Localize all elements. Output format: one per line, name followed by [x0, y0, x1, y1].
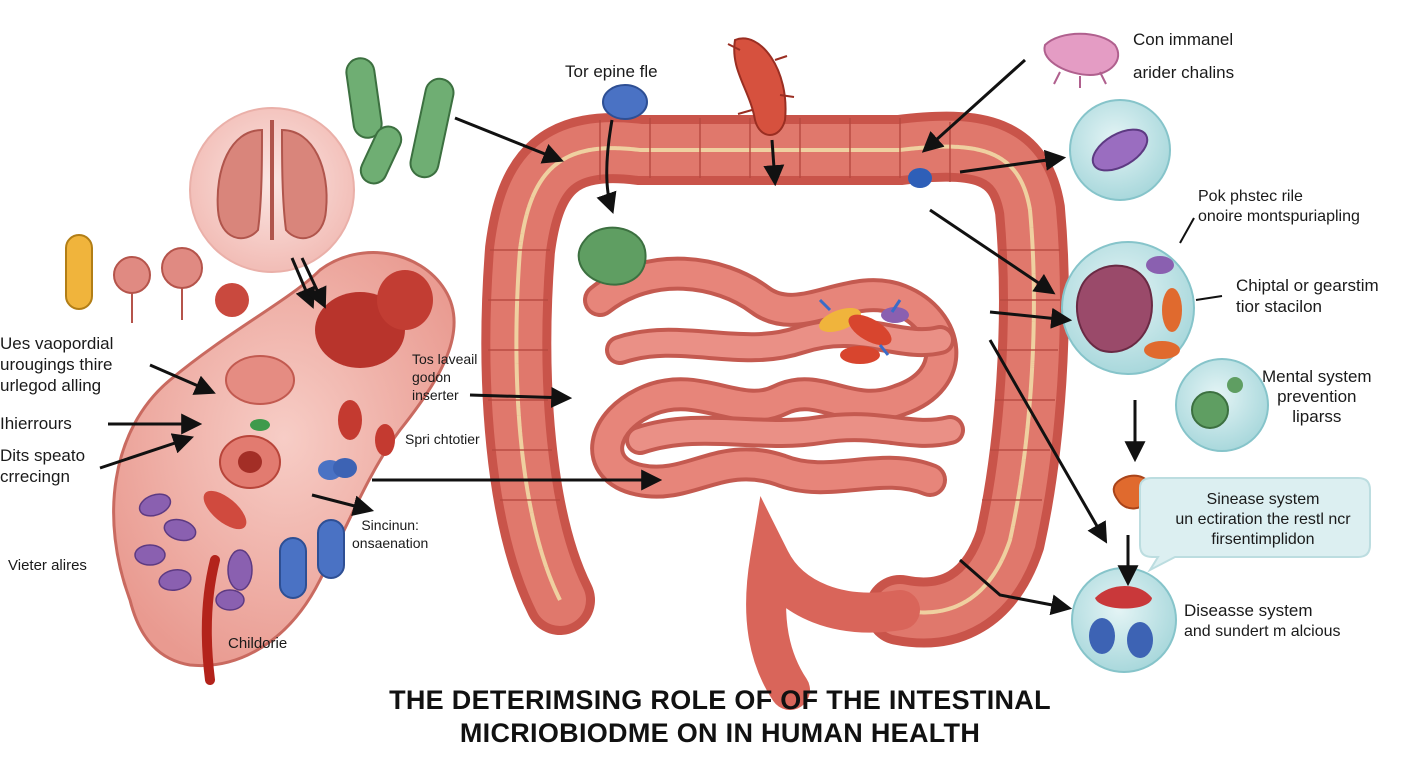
blue-cell-icon [908, 168, 932, 188]
arrow-colon-mid [989, 307, 1073, 329]
arrow-sincinun [311, 493, 375, 516]
cell-bubble-middle [1061, 241, 1195, 375]
arrow-colon-right [929, 208, 1056, 295]
green-bacteria-blob-icon [577, 226, 647, 286]
label-childorie: Childorie [228, 635, 288, 652]
yellow-rod-bacterium-icon [65, 234, 93, 310]
arrow-con [921, 58, 1027, 153]
green-bacteria-icon [345, 57, 455, 185]
arrows [99, 58, 1146, 616]
purple-bacteria-cluster-icon [134, 493, 253, 611]
microbe-bubble-top [1069, 99, 1171, 201]
arrow-red [763, 139, 785, 187]
arrow-uses [149, 363, 216, 395]
large-intestine [481, 111, 1069, 710]
label-vieter: Vieter alires [8, 557, 87, 574]
balloon-cells-icon [113, 247, 249, 323]
arrow-dits [99, 433, 194, 470]
arrow-tos [469, 386, 573, 408]
blue-bacterium-icon [602, 84, 648, 120]
arrow-diag [988, 339, 1108, 544]
pink-microbe-icon [1043, 32, 1120, 88]
small-intestine [583, 256, 965, 499]
green-cell-bubble [1175, 358, 1269, 452]
diagram-title: THE DETERIMSING ROLE OF OF THE INTESTINA… [389, 685, 1051, 748]
speech-bubble [1139, 477, 1371, 573]
arrow-rectum [959, 558, 1073, 616]
central-cell-cluster-icon [818, 298, 909, 364]
label-spri: Spri chtotier [405, 431, 480, 447]
label-tor-epine: Tor epine fle [565, 62, 658, 81]
arrow-green [454, 116, 564, 164]
arrow-top-bubble [959, 149, 1067, 174]
label-sincinun: Sincinun:onsaenation [352, 517, 429, 551]
arrow-tor [596, 119, 617, 214]
left-organ [112, 251, 456, 685]
red-rod-bacterium-icon [727, 37, 795, 136]
lung-bubble [189, 107, 355, 273]
disease-bubble [1071, 567, 1177, 673]
blue-capsule-bacteria-icon [279, 519, 345, 599]
label-ihierrours: Ihierrours [0, 414, 72, 433]
arrow-lung-2 [300, 257, 327, 309]
